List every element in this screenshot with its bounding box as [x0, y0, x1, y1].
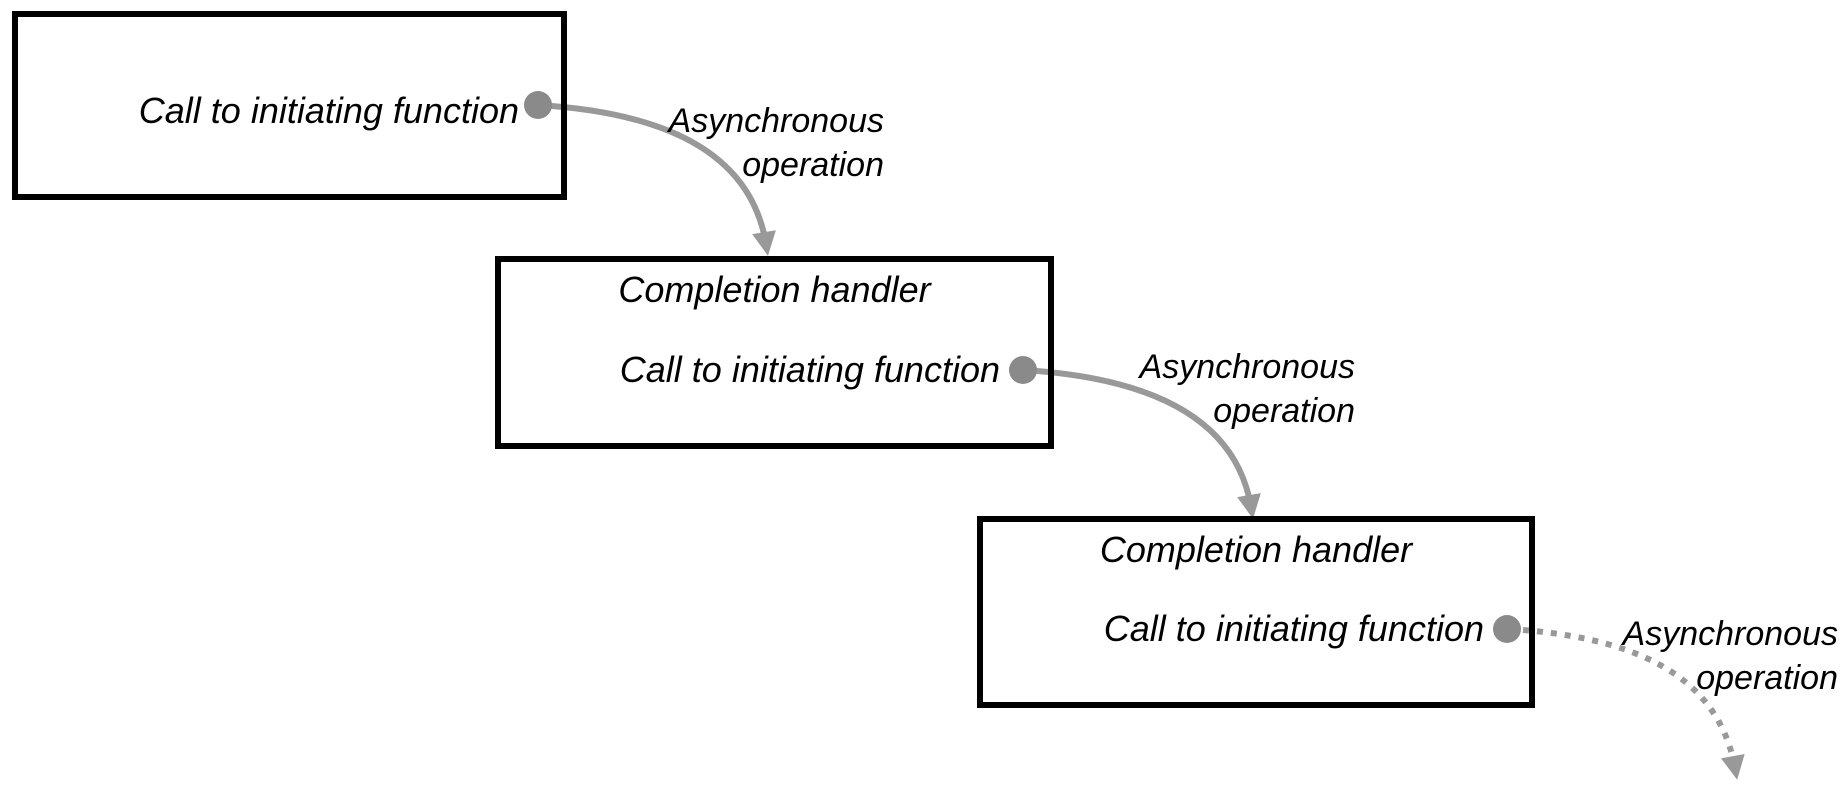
- async-label-line2: operation: [1696, 659, 1838, 697]
- async-operation-label-2: Asynchronous operation: [1140, 345, 1355, 433]
- async-label-line1: Asynchronous: [668, 102, 884, 140]
- async-operation-label-1: Asynchronous operation: [669, 99, 884, 187]
- async-arrow-3: [1508, 626, 1745, 780]
- async-label-line2: operation: [742, 146, 884, 184]
- call-to-initiating-function-text: Call to initiating function: [619, 349, 1000, 390]
- completion-handler-box-2: Completion handler Call to initiating fu…: [977, 516, 1535, 708]
- call-origin-dot-1: [524, 91, 552, 119]
- completion-handler-box-1: Completion handler Call to initiating fu…: [495, 256, 1054, 449]
- async-label-line1: Asynchronous: [1139, 348, 1355, 386]
- completion-handler-text: Completion handler: [1099, 529, 1413, 570]
- async-label-line1: Asynchronous: [1622, 615, 1838, 653]
- call-to-initiating-function-text: Call to initiating function: [1103, 608, 1484, 649]
- call-origin-dot-3: [1493, 615, 1521, 643]
- async-arrow-2: [1020, 367, 1261, 519]
- call-origin-dot-2: [1009, 356, 1037, 384]
- async-operation-label-3: Asynchronous operation: [1623, 612, 1838, 700]
- async-arrow-1: [535, 102, 776, 256]
- async-label-line2: operation: [1213, 392, 1355, 430]
- completion-handler-text: Completion handler: [618, 269, 931, 310]
- initiating-function-box: Call to initiating function: [12, 11, 567, 200]
- call-to-initiating-function-text: Call to initiating function: [138, 90, 519, 131]
